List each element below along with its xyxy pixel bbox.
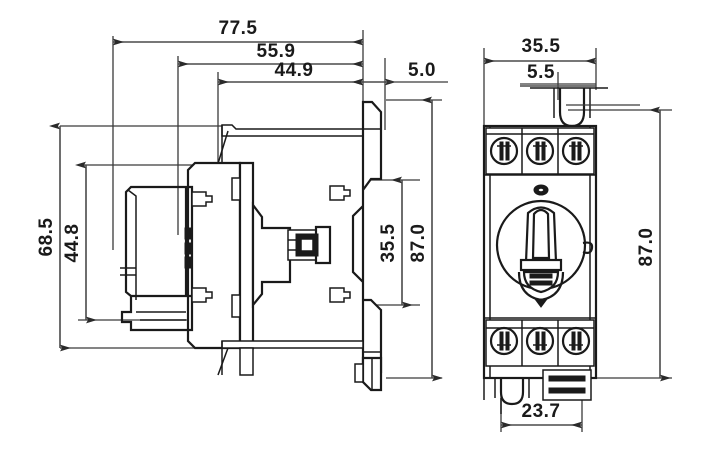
side-shaft-housing — [251, 201, 292, 309]
dimension-5-0-label: 5.0 — [408, 60, 436, 81]
front-rotary-knob — [495, 199, 594, 308]
dimension-55-9: 55.9 — [178, 41, 363, 68]
dimension-5-5-label: 5.5 — [527, 62, 555, 83]
front-indicator-dot — [533, 184, 549, 196]
dimension-5-0: 5.0 — [352, 60, 448, 86]
side-left-bracket — [120, 185, 194, 332]
dimension-87-0-side-label: 87.0 — [408, 224, 429, 263]
dimension-35-5-front-label: 35.5 — [522, 36, 561, 57]
side-bottom-cover — [217, 340, 364, 376]
side-main-body — [186, 161, 255, 350]
dimension-35-5-front: 35.5 — [484, 36, 596, 65]
dimension-44-8: 44.8 — [62, 161, 97, 324]
front-bottom-din-clip — [483, 369, 592, 414]
front-view-group: 35.5 5.5 87.0 23.7 — [482, 36, 672, 432]
terminal-screw-bottom-3 — [561, 326, 591, 356]
dimension-44-9: 44.9 — [218, 60, 363, 86]
dimension-44-9-label: 44.9 — [275, 60, 314, 81]
dimension-5-5: 5.5 — [520, 62, 596, 87]
dimension-68-5: 68.5 — [36, 122, 71, 352]
terminal-screw-bottom-2 — [525, 326, 555, 356]
front-top-u-clip — [530, 87, 640, 128]
front-bottom-terminals — [485, 319, 595, 367]
dimension-87-0-front-label: 87.0 — [636, 228, 657, 267]
dimension-44-8-label: 44.8 — [62, 224, 83, 263]
dimension-23-7-label: 23.7 — [522, 401, 561, 422]
front-top-terminals — [485, 127, 595, 175]
dimension-55-9-label: 55.9 — [257, 41, 296, 62]
side-body-slots — [184, 177, 241, 318]
terminal-screw-top-1 — [489, 136, 519, 166]
terminal-screw-top-3 — [561, 136, 591, 166]
terminal-screw-top-2 — [525, 136, 555, 166]
side-din-clip — [354, 356, 383, 392]
side-shaft-coupler — [287, 225, 332, 265]
dimension-77-5-label: 77.5 — [219, 18, 258, 39]
side-mounting-rail-profile — [351, 100, 383, 374]
terminal-screw-bottom-1 — [489, 326, 519, 356]
dimension-35-5-side-label: 35.5 — [378, 224, 399, 263]
dimension-77-5: 77.5 — [113, 18, 363, 46]
side-view-group: 77.5 55.9 44.9 5.0 68.5 44.8 — [36, 18, 448, 392]
dimension-35-5-side: 35.5 — [378, 176, 413, 309]
side-mounting-lug-marks — [191, 185, 351, 303]
dimension-87-0-side: 87.0 — [408, 96, 443, 382]
dimension-23-7: 23.7 — [501, 401, 582, 429]
dimension-87-0-front: 87.0 — [636, 106, 671, 382]
dimension-68-5-label: 68.5 — [36, 218, 57, 257]
